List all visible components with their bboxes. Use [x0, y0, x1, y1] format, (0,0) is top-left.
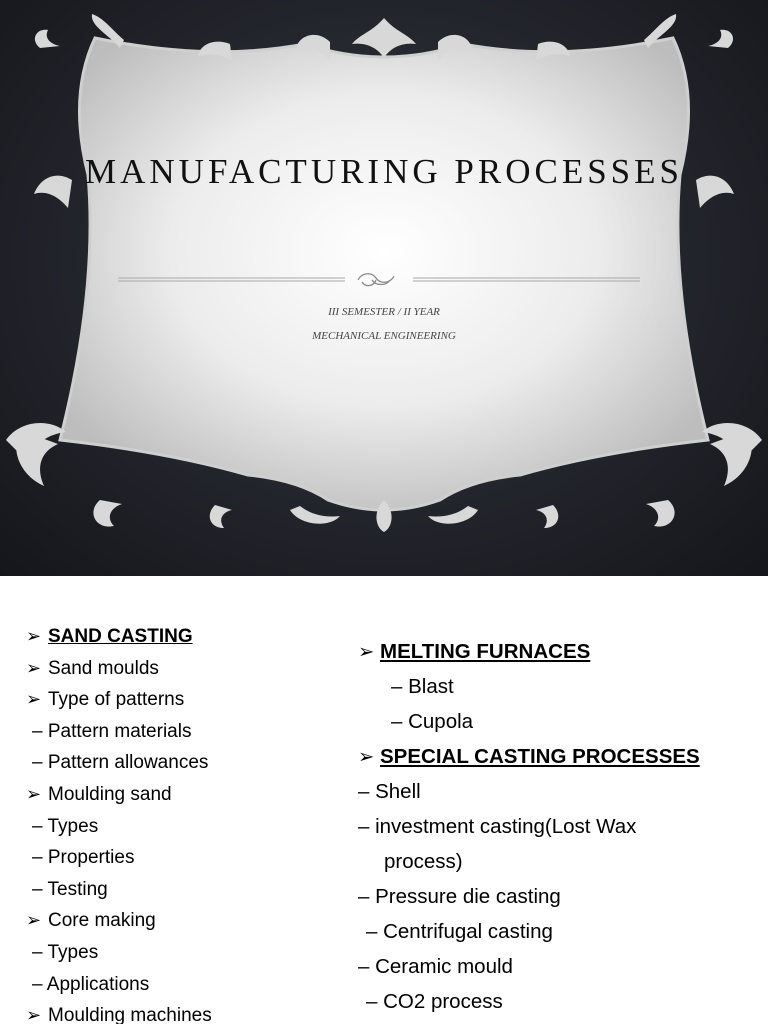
subtitle-semester: III SEMESTER / II YEAR: [328, 306, 440, 318]
list-item: – Pressure die casting: [358, 885, 561, 908]
list-item: ➢MELTING FURNACES: [358, 640, 591, 663]
list-item: – Types: [32, 941, 99, 963]
arrow-bullet-icon: ➢: [26, 910, 42, 931]
ornamental-frame: [6, 14, 762, 532]
list-item: – Pattern materials: [32, 720, 192, 742]
slide-title: MANUFACTURING PROCESSES: [85, 152, 683, 191]
list-item: – Centrifugal casting: [366, 920, 553, 943]
list-item: – Properties: [32, 847, 135, 869]
arrow-bullet-icon: ➢: [26, 689, 42, 710]
list-item: – investment casting(Lost Wax: [358, 815, 637, 838]
list-item: – Shell: [358, 780, 421, 803]
top-ornaments: [34, 14, 734, 60]
arrow-bullet-icon: ➢: [358, 746, 375, 768]
scroll-flourish-icon: [357, 273, 395, 287]
list-item: ➢Type of patterns: [26, 689, 185, 711]
arrow-bullet-icon: ➢: [26, 657, 42, 678]
list-item: ➢Moulding sand: [26, 783, 172, 805]
arrow-bullet-icon: ➢: [358, 641, 375, 663]
list-item: – Pattern allowances: [32, 752, 209, 774]
left-topic-list: ➢SAND CASTING ➢Sand moulds ➢Type of patt…: [26, 626, 212, 1024]
list-item: – Types: [32, 815, 99, 837]
title-divider: [118, 273, 640, 287]
list-item: – Applications: [32, 973, 150, 995]
list-item: ➢Core making: [26, 910, 156, 932]
list-item: – CO2 process: [366, 990, 503, 1013]
list-item: – Testing: [32, 878, 108, 900]
right-topic-list: ➢MELTING FURNACES – Blast – Cupola ➢SPEC…: [358, 640, 700, 1024]
list-item: process): [384, 850, 463, 873]
list-item: ➢SAND CASTING: [26, 626, 193, 647]
list-item: – Blast: [391, 675, 454, 698]
list-item: ➢Sand moulds: [26, 657, 159, 679]
title-slide: MANUFACTURING PROCESSES III SEMESTER / I…: [0, 0, 768, 576]
bottom-ornaments: [93, 500, 675, 532]
subtitle-department: MECHANICAL ENGINEERING: [312, 330, 456, 342]
list-item: ➢SPECIAL CASTING PROCESSES: [358, 745, 700, 768]
side-ornaments: [6, 175, 762, 486]
arrow-bullet-icon: ➢: [26, 1005, 42, 1024]
list-item: – Ceramic mould: [358, 955, 513, 978]
arrow-bullet-icon: ➢: [26, 783, 42, 804]
list-item: ➢Moulding machines: [26, 1005, 212, 1024]
list-item: – Cupola: [391, 710, 474, 733]
arrow-bullet-icon: ➢: [26, 626, 42, 646]
syllabus-slide: ➢SAND CASTING ➢Sand moulds ➢Type of patt…: [0, 576, 768, 1024]
